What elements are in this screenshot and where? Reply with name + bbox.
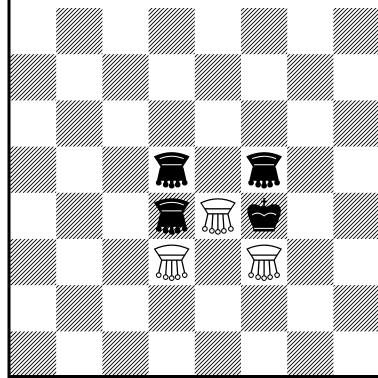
square-d8[interactable] <box>149 8 196 55</box>
square-a3[interactable] <box>10 239 57 286</box>
square-a4[interactable] <box>10 193 57 240</box>
square-g7[interactable] <box>287 54 334 100</box>
square-g3[interactable] <box>287 239 334 286</box>
square-h4[interactable] <box>333 193 378 240</box>
square-g4[interactable] <box>287 193 334 240</box>
square-h1[interactable] <box>333 331 378 378</box>
square-f8[interactable] <box>241 8 288 55</box>
square-f1[interactable] <box>241 331 288 378</box>
square-d1[interactable] <box>149 331 196 378</box>
square-a7[interactable] <box>10 54 57 100</box>
square-g2[interactable] <box>287 285 334 332</box>
black-queen-2-piece[interactable] <box>247 153 281 188</box>
square-e5[interactable] <box>195 147 242 194</box>
square-b8[interactable] <box>56 8 102 55</box>
square-c5[interactable] <box>102 147 148 194</box>
square-g6[interactable] <box>287 100 334 146</box>
square-b4[interactable] <box>56 193 102 240</box>
square-b2[interactable] <box>56 285 102 332</box>
square-f2[interactable] <box>241 285 288 332</box>
square-b3[interactable] <box>56 239 102 286</box>
square-e6[interactable] <box>195 100 242 146</box>
square-e2[interactable] <box>195 285 242 332</box>
square-a8[interactable] <box>10 8 57 55</box>
board-squares <box>10 8 378 378</box>
square-b5[interactable] <box>56 147 102 194</box>
square-h5[interactable] <box>333 147 378 194</box>
square-g1[interactable] <box>287 331 334 378</box>
square-a5[interactable] <box>10 147 57 194</box>
square-c1[interactable] <box>102 331 148 378</box>
square-d6[interactable] <box>149 100 196 146</box>
square-e7[interactable] <box>195 54 242 100</box>
square-h8[interactable] <box>333 8 378 55</box>
square-e3[interactable] <box>195 239 242 286</box>
square-c4[interactable] <box>102 193 148 240</box>
square-c3[interactable] <box>102 239 148 286</box>
square-a2[interactable] <box>10 285 57 332</box>
square-h3[interactable] <box>333 239 378 286</box>
square-d7[interactable] <box>149 54 196 100</box>
square-c7[interactable] <box>102 54 148 100</box>
black-queen-1-piece[interactable] <box>155 153 189 188</box>
square-g5[interactable] <box>287 147 334 194</box>
black-queen-3-piece[interactable] <box>155 199 189 234</box>
square-b1[interactable] <box>56 331 102 378</box>
square-a1[interactable] <box>10 331 57 378</box>
square-a6[interactable] <box>10 100 57 146</box>
square-g8[interactable] <box>287 8 334 55</box>
square-e1[interactable] <box>195 331 242 378</box>
square-e8[interactable] <box>195 8 242 55</box>
square-d2[interactable] <box>149 285 196 332</box>
square-f7[interactable] <box>241 54 288 100</box>
square-c2[interactable] <box>102 285 148 332</box>
square-c6[interactable] <box>102 100 148 146</box>
square-h6[interactable] <box>333 100 378 146</box>
square-h2[interactable] <box>333 285 378 332</box>
square-b6[interactable] <box>56 100 102 146</box>
square-c8[interactable] <box>102 8 148 55</box>
square-b7[interactable] <box>56 54 102 100</box>
square-f6[interactable] <box>241 100 288 146</box>
square-h7[interactable] <box>333 54 378 100</box>
